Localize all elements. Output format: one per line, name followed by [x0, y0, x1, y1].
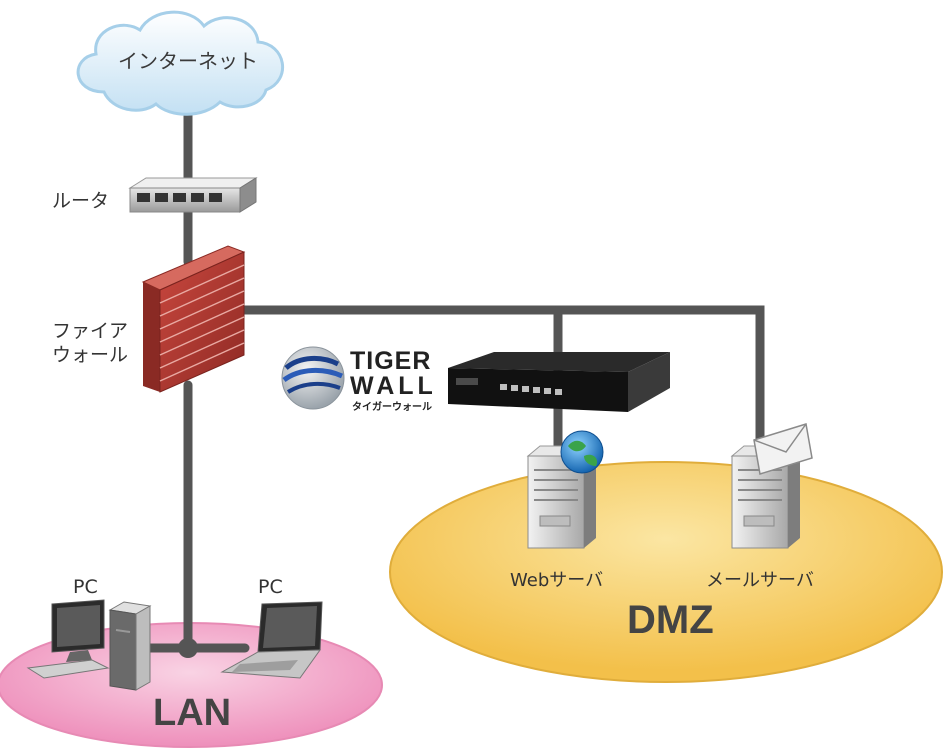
- internet-label: インターネット: [118, 49, 258, 73]
- firewall-label-line2: ウォール: [52, 344, 129, 366]
- firewall-label-line1: ファイア: [52, 320, 129, 342]
- dmz-zone: [389, 461, 943, 683]
- globe-icon: [560, 430, 604, 474]
- web-server-label: Webサーバ: [510, 570, 604, 591]
- laptop-pc-icon: [220, 601, 323, 679]
- pc-tower: [108, 601, 152, 691]
- tigerwall-logo-icon: [281, 346, 345, 410]
- mail-server-icon: [730, 423, 813, 549]
- mail-server-label: メールサーバ: [706, 570, 814, 591]
- tigerwall-appliance-icon: [448, 352, 670, 412]
- web-server-icon: [526, 430, 604, 549]
- firewall-icon: [141, 245, 246, 393]
- envelope-icon: [753, 423, 813, 475]
- pc-desktop-label: PC: [73, 576, 98, 598]
- brand-line3: タイガーウォール: [352, 402, 432, 413]
- pc-laptop-label: PC: [258, 576, 283, 598]
- dmz-label: DMZ: [627, 598, 714, 642]
- brand-line2: WALL: [350, 372, 437, 400]
- lan-hub-node: [178, 638, 198, 658]
- router-icon: [128, 177, 258, 213]
- cloud-icon: [76, 10, 284, 116]
- link-firewall-dmz: [239, 305, 765, 445]
- router-label: ルータ: [52, 190, 110, 212]
- desktop-pc-icon: [26, 599, 152, 691]
- brand-line1: TIGER: [350, 347, 432, 375]
- lan-label: LAN: [153, 692, 232, 734]
